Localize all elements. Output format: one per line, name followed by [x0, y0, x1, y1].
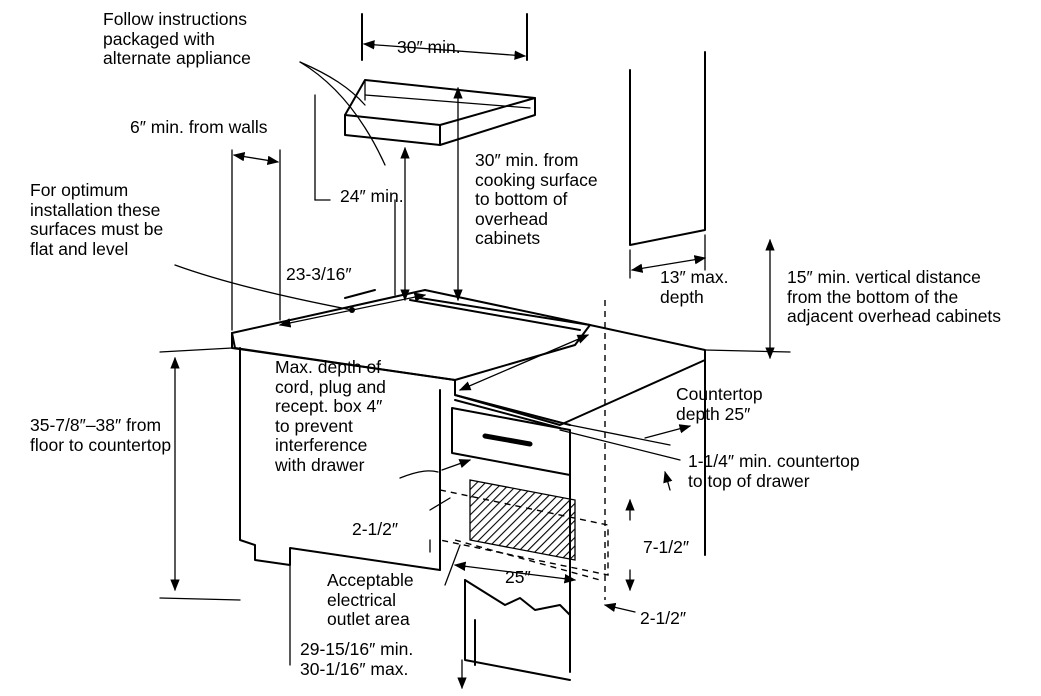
- follow-instructions-label: Follow instructions packaged with altern…: [103, 9, 251, 68]
- cabinet-clearance-label: 30″ min. from cooking surface to bottom …: [475, 150, 598, 248]
- vertical-distance-label: 15″ min. vertical distance from the bott…: [787, 267, 1002, 326]
- floor-to-countertop-label: 35-7/8″–38″ from floor to countertop: [30, 415, 172, 455]
- outlet-area-label: Acceptable electrical outlet area: [327, 570, 414, 629]
- hood-height-label: 24″ min.: [340, 186, 404, 206]
- overhead-cabinet: [629, 51, 706, 246]
- drawer-clearance-label: 1-1/4″ min. countertop to top of drawer: [688, 451, 860, 491]
- countertop-depth-label: Countertop depth 25″: [676, 384, 763, 424]
- cord-depth-label: Max. depth of cord, plug and recept. box…: [275, 357, 386, 475]
- max-depth-cabinet-label: 13″ max. depth: [660, 267, 729, 307]
- outlet-height-label: 7-1/2″: [643, 537, 690, 557]
- cutout-width-label: 23-3/16″: [286, 264, 352, 284]
- cabinet-width-label: 29-15/16″ min. 30-1/16″ max.: [300, 639, 414, 679]
- dimension-lines: [159, 13, 791, 690]
- right-offset-label: 2-1/2″: [640, 608, 687, 628]
- base-cabinet: [231, 289, 706, 681]
- min-from-walls-label: 6″ min. from walls: [130, 117, 268, 137]
- outlet-width-label: 25″: [505, 567, 531, 587]
- flat-level-label: For optimum installation these surfaces …: [30, 180, 164, 259]
- left-offset-label: 2-1/2″: [352, 519, 399, 539]
- hood-width-label: 30″ min.: [397, 37, 461, 57]
- range-hood: [344, 79, 536, 146]
